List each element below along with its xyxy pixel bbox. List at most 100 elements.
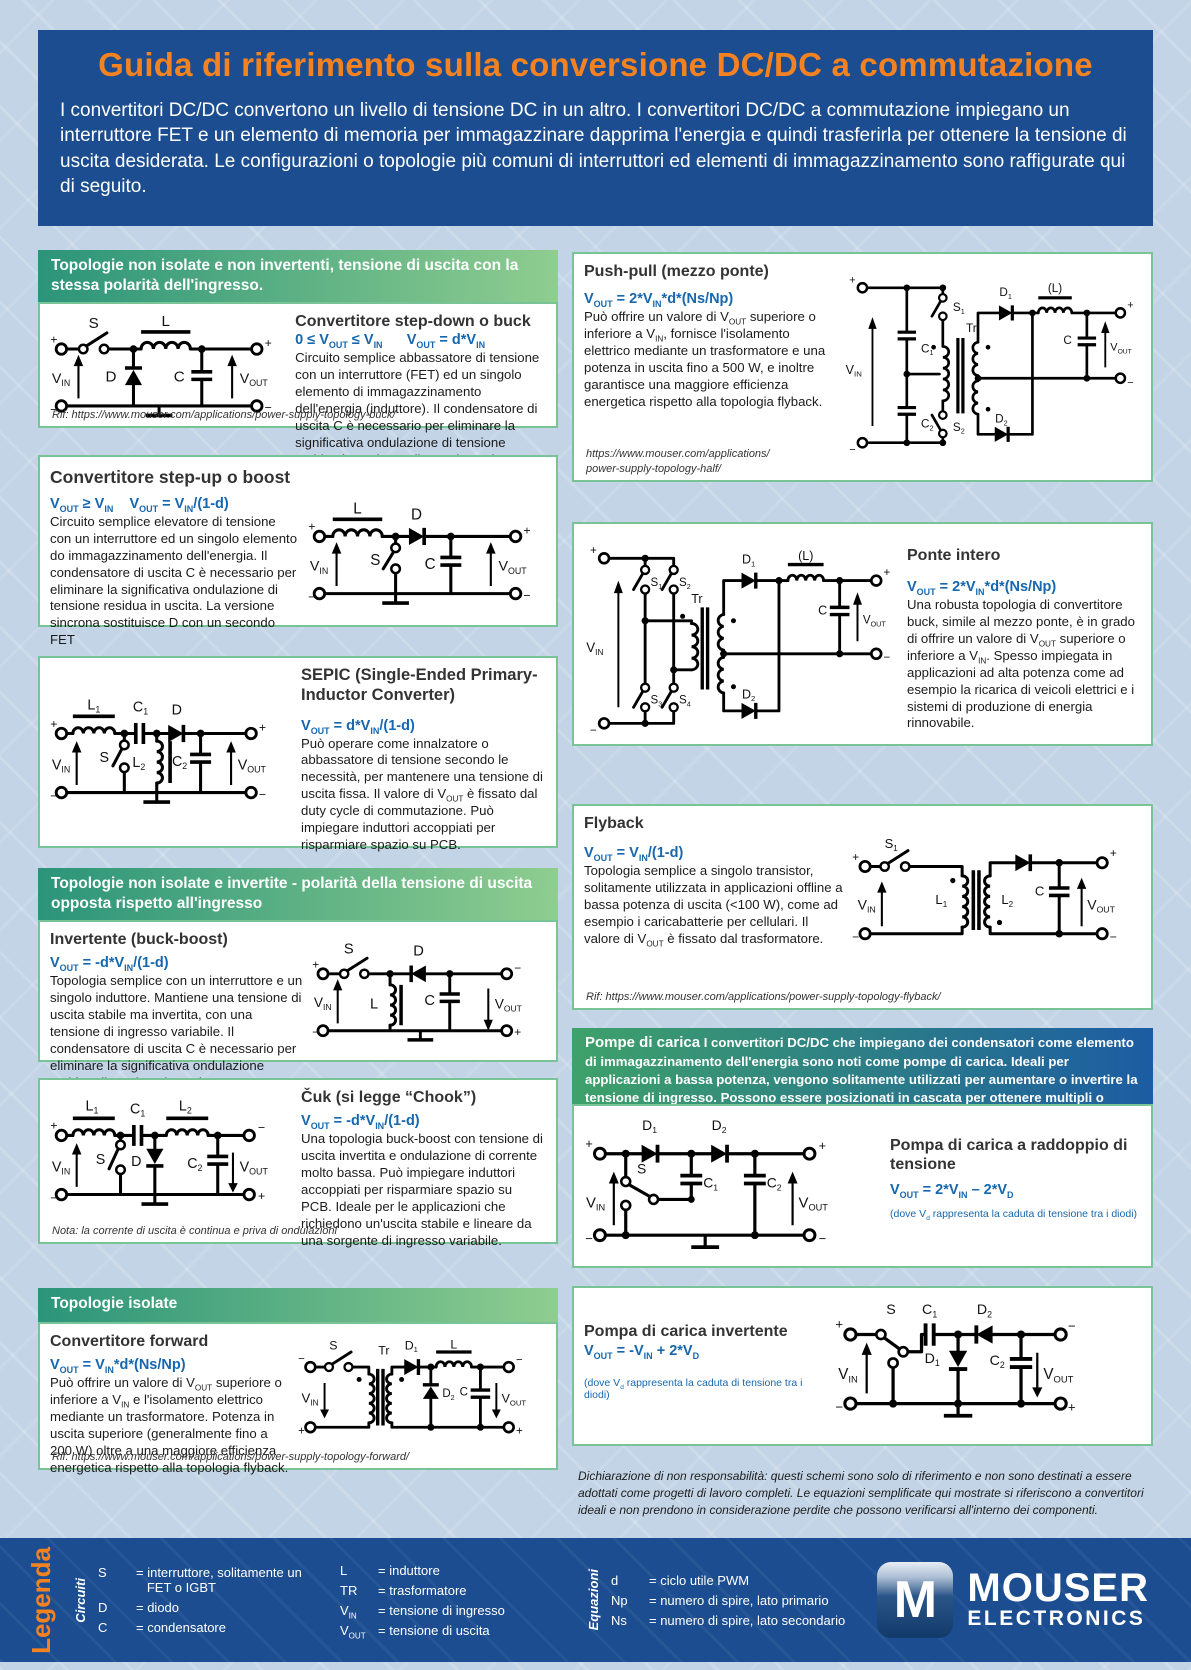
boost-description: Circuito semplice elevatore di tensione … (50, 514, 298, 648)
legend-def: = diodo (136, 1600, 180, 1615)
forward-reference-link[interactable]: Rif: https://www.mouser.com/applications… (52, 1450, 410, 1463)
sepic-formula: VOUT = d*VIN/(1-d) (301, 717, 415, 736)
invpump-card: Pompa di carica invertente VOUT = -VIN +… (572, 1286, 1153, 1446)
legend-sym: d (611, 1572, 619, 1588)
svg-text:+: + (852, 850, 859, 864)
svg-text:−: − (590, 725, 597, 737)
svg-text:C2: C2 (921, 418, 934, 433)
svg-text:C: C (425, 556, 436, 573)
svg-text:−: − (308, 590, 315, 604)
mouser-logo-tile: M (877, 1562, 954, 1638)
mouser-logo: M MOUSER ELECTRONICS (877, 1562, 1149, 1638)
doubler-formula: VOUT = 2*VIN – 2*VD (890, 1182, 1014, 1201)
legend-sym: Np (611, 1592, 628, 1608)
svg-text:S2: S2 (679, 577, 691, 591)
svg-text:−: − (1068, 1318, 1076, 1333)
buckboost-description: Topologia semplice con un interruttore e… (50, 973, 303, 1089)
svg-text:+: + (884, 567, 891, 579)
svg-text:+: + (1068, 1400, 1076, 1415)
buckboost-card: Invertente (buck-boost) VOUT = -d*VIN/(1… (38, 920, 558, 1090)
svg-text:D: D (105, 368, 116, 385)
svg-text:−: − (835, 1400, 843, 1415)
svg-text:C1: C1 (922, 1302, 937, 1319)
svg-text:D2: D2 (442, 1388, 454, 1402)
flyback-title: Flyback (584, 815, 644, 832)
cuk-description: Una topologia buck-boost con tensione di… (301, 1131, 543, 1248)
svg-text:VOUT: VOUT (863, 614, 887, 628)
svg-text:D1: D1 (642, 1117, 657, 1135)
svg-text:−: − (523, 588, 530, 602)
pushpull-title: Push-pull (mezzo ponte) (584, 263, 769, 280)
svg-text:+: + (523, 524, 530, 538)
svg-text:S1: S1 (953, 301, 965, 316)
svg-text:VOUT: VOUT (799, 1195, 829, 1212)
svg-text:−: − (585, 1231, 593, 1246)
fullbridge-description: Una robusta topologia di convertitore bu… (907, 597, 1135, 731)
svg-text:VOUT: VOUT (240, 371, 269, 388)
svg-text:−: − (1109, 930, 1116, 944)
svg-text:S2: S2 (953, 421, 965, 436)
svg-text:−: − (852, 930, 859, 944)
boost-title: Convertitore step-up o boost (50, 467, 291, 487)
buckboost-title: Invertente (buck-boost) (50, 931, 228, 948)
legend-def: = ciclo utile PWM (649, 1572, 750, 1588)
legend-def: = induttore (378, 1562, 440, 1578)
svg-text:D2: D2 (742, 687, 755, 703)
svg-text:C: C (424, 993, 435, 1009)
legend-title: Legenda (26, 1546, 56, 1654)
svg-text:C1: C1 (130, 1102, 145, 1119)
svg-text:VIN: VIN (302, 1390, 319, 1407)
forward-card: Convertitore forward VOUT = VIN*d*(Ns/Np… (38, 1322, 558, 1475)
svg-text:(L): (L) (798, 549, 813, 563)
svg-text:−: − (514, 961, 521, 975)
buck-reference-link[interactable]: Rif: https://www.mouser.com/applications… (52, 408, 396, 421)
svg-text:+: + (50, 717, 57, 731)
legend-sym: VOUT (340, 1622, 366, 1641)
flyback-card: Flyback VOUT = VIN/(1-d) Topologia sempl… (572, 804, 1153, 1010)
svg-text:VIN: VIN (52, 758, 70, 775)
intro-text: I convertitori DC/DC convertono un livel… (60, 100, 1127, 198)
section-header-inverted: Topologie non isolate e invertite - pola… (38, 868, 558, 920)
svg-text:VIN: VIN (586, 640, 603, 657)
svg-text:+: + (259, 721, 266, 735)
flyback-reference-link[interactable]: Rif: https://www.mouser.com/applications… (586, 990, 941, 1003)
forward-title: Convertitore forward (50, 1333, 209, 1350)
legend-def: = interruttore, solitamente un FET o IGB… (136, 1565, 302, 1595)
svg-text:+: + (265, 336, 272, 350)
svg-text:−: − (298, 1354, 305, 1366)
svg-text:VOUT: VOUT (240, 1160, 269, 1177)
page-title: Guida di riferimento sulla conversione D… (98, 46, 1093, 83)
svg-text:D: D (411, 506, 422, 523)
svg-text:−: − (265, 401, 272, 415)
svg-text:L: L (353, 501, 361, 518)
svg-text:−: − (259, 787, 266, 801)
svg-text:S: S (96, 1152, 106, 1168)
legend-sym: Ns (611, 1612, 627, 1628)
legend-sym: TR (340, 1582, 358, 1598)
svg-text:C1: C1 (921, 342, 934, 357)
legend-sym: VIN (340, 1602, 357, 1621)
svg-text:+: + (849, 275, 855, 287)
svg-text:S: S (886, 1302, 895, 1318)
svg-text:VOUT: VOUT (238, 758, 267, 775)
svg-text:VIN: VIN (838, 1366, 858, 1385)
legend-def: = condensatore (136, 1620, 226, 1635)
svg-text:D2: D2 (995, 413, 1008, 428)
pushpull-reference-link[interactable]: https://www.mouser.com/applications/ pow… (586, 448, 770, 475)
legend-def: = trasformatore (378, 1582, 467, 1598)
charge-pump-banner: Pompe di carica I convertitori DC/DC che… (572, 1028, 1153, 1123)
svg-text:+: + (298, 1425, 305, 1437)
svg-text:+: + (1127, 300, 1133, 312)
legend-footer: Legenda Circuiti S = interruttore, solit… (0, 1538, 1191, 1662)
mouser-logo-sub: ELECTRONICS (967, 1607, 1146, 1630)
svg-text:−: − (516, 1355, 523, 1367)
